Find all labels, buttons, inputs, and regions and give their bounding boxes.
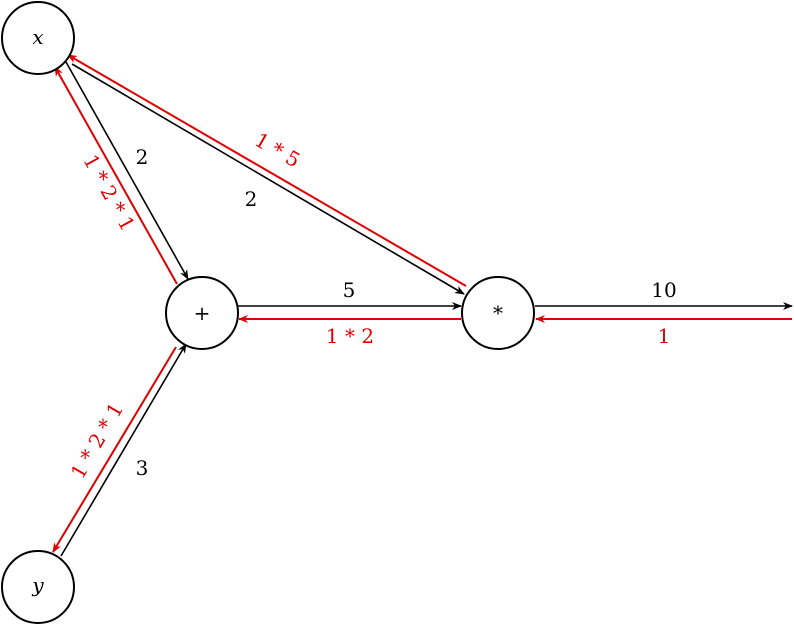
- node-x-label: x: [32, 25, 43, 49]
- node-mul: *: [461, 276, 535, 350]
- edge-mul-to-out-forward-label: 10: [651, 278, 676, 302]
- edge-plus-to-mul-backward-label: 1 * 2: [326, 324, 374, 348]
- node-x: x: [1, 1, 75, 75]
- edge-y-to-plus-forward: [60, 343, 187, 557]
- edge-x-to-plus-forward-label: 2: [136, 145, 149, 169]
- node-mul-label: *: [493, 301, 503, 325]
- node-y: y: [1, 550, 75, 624]
- edge-y-to-plus-backward: [52, 346, 177, 553]
- edge-x-to-mul-backward: [67, 54, 467, 287]
- node-plus-label: +: [194, 301, 211, 325]
- edge-plus-to-mul-forward-label: 5: [343, 278, 356, 302]
- node-y-label: y: [31, 573, 44, 597]
- node-plus: +: [165, 276, 239, 350]
- edge-mul-to-out-backward-label: 1: [658, 324, 671, 348]
- edge-x-to-mul-forward: [71, 63, 465, 295]
- edge-x-to-plus-forward: [65, 61, 189, 280]
- edge-x-to-mul-forward-label: 2: [245, 187, 258, 211]
- edge-y-to-plus-forward-label: 3: [136, 456, 149, 480]
- edge-x-to-plus-backward: [54, 66, 178, 285]
